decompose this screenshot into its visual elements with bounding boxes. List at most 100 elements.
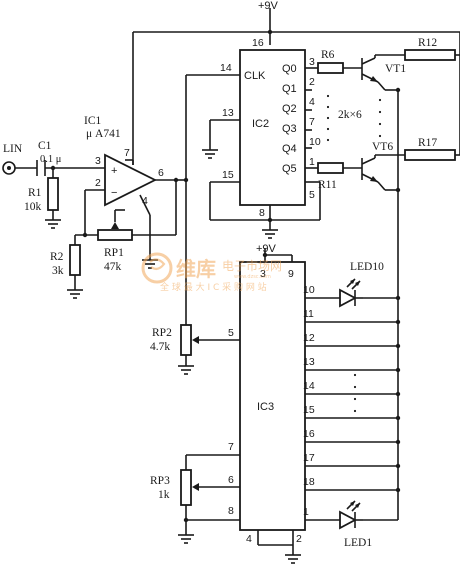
ic3-right-pin: 18 [303, 476, 315, 488]
ic3-right-pin: 16 [303, 428, 315, 440]
potentiometer-rp2 [180, 324, 199, 356]
ic1-pin4: 4 [142, 195, 148, 207]
ground-symbols [45, 149, 301, 564]
ic3-pin5: 5 [228, 327, 234, 339]
resistor-r6 [317, 62, 344, 74]
junction-dots [50, 29, 401, 523]
ic2-output-q4: Q4 [282, 143, 297, 155]
vt1-label: VT1 [385, 63, 406, 75]
ground-icon [67, 289, 83, 299]
input-label: LIN [3, 143, 23, 155]
ground-icon [45, 219, 61, 229]
ic3-right-pin: 10 [303, 284, 315, 296]
input-jack-icon [2, 161, 16, 175]
ic2-pin8: 8 [259, 207, 265, 219]
ellipsis-dots [326, 94, 382, 413]
watermark-line1: 电子市场网 [222, 258, 282, 273]
res-array-label: 2k×6 [338, 109, 362, 121]
ground-icon [178, 365, 194, 375]
ic2-counter: IC2 CLK 16 14 13 15 8 5 Q03Q12Q24Q37Q410… [220, 37, 321, 219]
r6-label: R6 [321, 49, 335, 61]
wiring [15, 8, 460, 555]
ic2-out-pin: 7 [309, 116, 315, 128]
ic2-output-q1: Q1 [282, 83, 297, 95]
ic2-pin15: 15 [222, 169, 234, 181]
ground-icon [178, 534, 194, 544]
ic3-pin4: 4 [246, 533, 252, 545]
ic3-pin6: 6 [228, 474, 234, 486]
led1-icon [339, 500, 363, 530]
r1-value: 10k [24, 201, 42, 213]
ic2-output-q2: Q2 [282, 103, 297, 115]
r12-label: R12 [418, 37, 437, 49]
c1-name: C1 [38, 140, 52, 152]
ground-icon [262, 229, 278, 239]
led1-label: LED1 [344, 537, 372, 549]
c1-value: 0.1 μ [40, 154, 62, 165]
brand-swirl-icon [141, 252, 173, 284]
ic3-right-pin: 13 [303, 356, 315, 368]
opamp-minus-sign: − [111, 187, 117, 199]
watermark-logo: 维库 电子市场网 www.dzsc.com 全 球 最 大 I C 采 购 网 … [141, 252, 282, 293]
ic3-right-pin: 14 [303, 380, 315, 392]
r2-name: R2 [50, 251, 64, 263]
watermark-url: www.dzsc.com [234, 274, 271, 280]
rp3-name: RP3 [150, 475, 170, 487]
ic2-output-q3: Q3 [282, 123, 297, 135]
ic3-pin7: 7 [228, 441, 234, 453]
resistor-r17 [404, 149, 456, 161]
resistor-r2 [69, 244, 81, 276]
ic1-pin6: 6 [158, 167, 164, 179]
resistor-r12 [404, 49, 456, 61]
watermark-brand: 维库 [176, 257, 216, 281]
r2-value: 3k [52, 265, 64, 277]
ic2-out-pin: 4 [309, 96, 315, 108]
ic2-out-pin: 1 [309, 156, 315, 168]
ic1-pin3: 3 [95, 155, 101, 167]
capacitor-c1 [36, 160, 46, 176]
ic2-pin16: 16 [252, 37, 264, 49]
ic3-right-pin: 17 [303, 452, 315, 464]
ic2-clk-label: CLK [244, 70, 266, 82]
transistor-vt6 [361, 157, 379, 183]
ic3-right-pin: 1 [303, 506, 309, 518]
ic3-right-pin: 12 [303, 332, 315, 344]
ic3-pin2: 2 [296, 533, 302, 545]
ic1-label: IC1 [84, 115, 102, 127]
potentiometer-rp3 [180, 469, 199, 506]
ic2-out-pin: 3 [309, 56, 315, 68]
ic3-label: IC3 [257, 401, 274, 413]
ground-icon [285, 554, 301, 564]
ic1-pin2: 2 [95, 177, 101, 189]
transistor-vt1 [361, 57, 379, 83]
resistor-r11 [317, 162, 344, 174]
ic2-pin5: 5 [309, 189, 315, 201]
rp3-value: 1k [158, 489, 170, 501]
ic2-pin13: 13 [222, 107, 234, 119]
ic1-pin7: 7 [124, 147, 130, 159]
ic3-right-pin: 11 [303, 308, 314, 320]
rp2-value: 4.7k [150, 341, 170, 353]
ic1-part: μ A741 [86, 128, 121, 140]
led10-label: LED10 [350, 261, 384, 273]
opamp-plus-sign: + [111, 165, 117, 177]
r11-label: R11 [318, 179, 337, 191]
ic1-opamp: + − [104, 153, 158, 207]
watermark-line2: 全 球 最 大 I C 采 购 网 站 [160, 281, 267, 293]
rp1-value: 47k [104, 261, 122, 273]
led10-icon [339, 278, 363, 308]
ic3-pin3: 3 [260, 268, 266, 280]
supply-top-label: +9V [258, 0, 279, 12]
ic2-label: IC2 [252, 118, 269, 130]
ic2-out-pin: 2 [309, 76, 315, 88]
rp2-name: RP2 [152, 327, 172, 339]
r17-label: R17 [418, 137, 437, 149]
ic2-output-q5: Q5 [282, 163, 297, 175]
ic2-output-q0: Q0 [282, 63, 297, 75]
rp1-name: RP1 [104, 247, 124, 259]
ground-icon [202, 149, 218, 159]
supply-mid-label: +9V [256, 243, 277, 255]
ic3-right-pin: 15 [303, 404, 315, 416]
